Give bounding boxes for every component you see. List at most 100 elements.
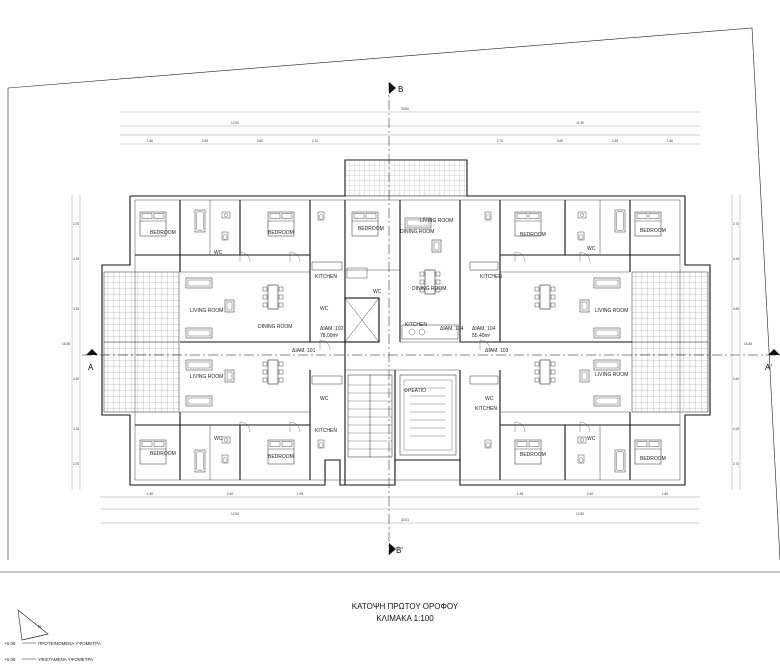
drawing-title: ΚΑΤΟΨΗ ΠΡΩΤΟΥ ΟΡΟΦΟΥ ΚΛΙΜΑΚΑ 1:100 bbox=[352, 602, 459, 623]
apartment-103: ΔΙΑΜ. 103 bbox=[485, 348, 509, 354]
title-line-2: ΚΛΙΜΑΚΑ 1:100 bbox=[376, 614, 434, 623]
apartment-102-area: 78,00m² bbox=[320, 333, 339, 339]
dim-bottom-seg-5: 2.40 bbox=[587, 492, 593, 496]
label-dining-2: DINING ROOM bbox=[412, 286, 446, 292]
apartment-104-a: ΔΙΑΜ. 104 bbox=[440, 326, 464, 332]
label-living-3: LIVING ROOM bbox=[190, 374, 223, 380]
legend-item-2: ΥΦΙΣΤΑΜΕΝΑ ΥΨΟΜΕΤΡΑ bbox=[38, 657, 93, 662]
dim-side-right: 16.38 bbox=[744, 342, 752, 346]
label-kitchen-3: KITCHEN bbox=[405, 322, 427, 328]
staircase bbox=[347, 374, 457, 458]
section-mark-top: B bbox=[398, 85, 403, 94]
legend-item-1: ΠΡΟΤΕΙΝΟΜΕΝΑ ΥΨΟΜΕΤΡΑ bbox=[38, 641, 101, 646]
dim-half-top-right: 11.30 bbox=[576, 121, 584, 125]
elevation-legend: +0.00 ΠΡΟΤΕΙΝΟΜΕΝΑ ΥΨΟΜΕΤΡΑ +0.00 ΥΦΙΣΤΑ… bbox=[4, 641, 101, 662]
dim-seg-b: 2.45 bbox=[202, 139, 208, 143]
dim-side-l4: 3.40 bbox=[73, 377, 79, 381]
dim-side-l3: 3.35 bbox=[73, 307, 79, 311]
dim-seg-a: 1.80 bbox=[147, 139, 153, 143]
dim-seg-d: 2.70 bbox=[312, 139, 318, 143]
dim-seg-e: 2.70 bbox=[497, 139, 503, 143]
section-line-vertical: B B' bbox=[388, 82, 403, 555]
section-mark-left: A bbox=[88, 363, 94, 372]
label-wc-7: WC bbox=[320, 396, 329, 402]
dim-bottom-seg-1: 1.80 bbox=[147, 492, 153, 496]
label-bedroom-7: BEDROOM bbox=[268, 454, 294, 460]
dim-bottom-seg-3: 1.95 bbox=[297, 492, 303, 496]
label-bedroom-9: BEDROOM bbox=[640, 456, 666, 462]
north-label: N bbox=[38, 624, 41, 629]
label-wc-1: WC bbox=[214, 250, 223, 256]
elevator-shaft bbox=[344, 297, 380, 343]
balcony-right bbox=[631, 271, 709, 413]
label-kitchen-2: KITCHEN bbox=[480, 274, 502, 280]
label-kitchen-4: KITCHEN bbox=[315, 428, 337, 434]
label-kitchen-1: KITCHEN bbox=[315, 274, 337, 280]
section-mark-right: A' bbox=[765, 363, 772, 372]
apartment-104: ΔΙΑΜ. 104 bbox=[472, 326, 496, 332]
dim-seg-h: 1.80 bbox=[667, 139, 673, 143]
dimension-lines-sides: 16.38 16.38 2.70 4.15 3.35 3.40 4.15 2.7… bbox=[62, 195, 752, 490]
dim-seg-c: 3.60 bbox=[257, 139, 263, 143]
label-wc-8: WC bbox=[485, 396, 494, 402]
dim-side-l6: 2.70 bbox=[73, 462, 79, 466]
north-arrow-icon: N bbox=[17, 609, 49, 641]
dim-side-r1: 2.70 bbox=[733, 222, 739, 226]
label-wc-2: WC bbox=[587, 246, 596, 252]
label-bedroom-1: BEDROOM bbox=[150, 230, 176, 236]
dim-side-left: 16.38 bbox=[62, 342, 70, 346]
section-mark-bottom: B' bbox=[396, 546, 403, 555]
dim-seg-g: 2.45 bbox=[612, 139, 618, 143]
label-living-5: LIVING ROOM bbox=[420, 218, 453, 224]
dim-bottom-seg-2: 2.40 bbox=[227, 492, 233, 496]
dim-side-r2: 4.15 bbox=[733, 257, 739, 261]
label-kitchen-5: KITCHEN bbox=[475, 406, 497, 412]
dim-half-bottom-left: 12.90 bbox=[231, 512, 239, 516]
dimension-lines-bottom: 1.80 2.40 1.95 1.95 2.40 1.80 12.90 12.9… bbox=[100, 492, 700, 524]
legend-code-1: +0.00 bbox=[4, 641, 16, 646]
label-bedroom-6: BEDROOM bbox=[150, 451, 176, 457]
dim-bottom-seg-4: 1.95 bbox=[517, 492, 523, 496]
furniture bbox=[139, 209, 662, 473]
label-bedroom-4: BEDROOM bbox=[520, 232, 546, 238]
label-bedroom-8: BEDROOM bbox=[520, 452, 546, 458]
balcony-top bbox=[344, 159, 468, 197]
dim-bottom-seg-6: 1.80 bbox=[662, 492, 668, 496]
site-boundary bbox=[0, 27, 780, 573]
label-living-1: LIVING ROOM bbox=[190, 308, 223, 314]
dim-half-top-left: 12.90 bbox=[231, 121, 239, 125]
apartment-104-area: 55,40m² bbox=[472, 333, 491, 339]
label-wc-6: WC bbox=[373, 289, 382, 295]
balcony-left bbox=[103, 271, 180, 413]
dim-side-l5: 4.15 bbox=[73, 427, 79, 431]
label-living-2: LIVING ROOM bbox=[595, 308, 628, 314]
dim-side-r4: 3.40 bbox=[733, 377, 739, 381]
dim-side-r5: 4.15 bbox=[733, 427, 739, 431]
dim-side-l1: 2.70 bbox=[73, 222, 79, 226]
apartment-102: ΔΙΑΜ. 102 bbox=[320, 326, 344, 332]
dim-overall-bottom: 30.51 bbox=[401, 518, 409, 522]
label-bedroom-3: BEDROOM bbox=[358, 226, 384, 232]
dim-side-r3: 3.35 bbox=[733, 307, 739, 311]
apartment-101: ΔΙΑΜ. 101 bbox=[292, 348, 316, 354]
dim-side-r6: 2.70 bbox=[733, 462, 739, 466]
dim-overall-top: 30.80 bbox=[401, 107, 409, 111]
label-wc-5: WC bbox=[320, 306, 329, 312]
label-wc-4: WC bbox=[587, 436, 596, 442]
label-bedroom-5: BEDROOM bbox=[640, 228, 666, 234]
legend-code-2: +0.00 bbox=[4, 657, 16, 662]
label-shaft: ΦΡΕΑΤΙΟ bbox=[404, 388, 426, 394]
dim-half-bottom-right: 12.90 bbox=[576, 512, 584, 516]
label-living-4: LIVING ROOM bbox=[595, 372, 628, 378]
room-labels: BEDROOM BEDROOM BEDROOM BEDROOM BEDROOM … bbox=[150, 218, 666, 462]
dim-side-l2: 4.15 bbox=[73, 257, 79, 261]
label-wc-3: WC bbox=[214, 436, 223, 442]
dim-seg-f: 3.60 bbox=[557, 139, 563, 143]
label-dining-3: DINING ROOM bbox=[400, 229, 434, 235]
apartment-labels: ΔΙΑΜ. 101 ΔΙΑΜ. 102 78,00m² ΔΙΑΜ. 103 ΔΙ… bbox=[292, 326, 509, 354]
title-line-1: ΚΑΤΟΨΗ ΠΡΩΤΟΥ ΟΡΟΦΟΥ bbox=[352, 602, 459, 611]
dimension-lines-top: 30.80 12.90 11.30 1.80 2.45 3.60 2.70 2.… bbox=[120, 107, 700, 145]
interior-walls bbox=[135, 200, 680, 485]
label-dining-1: DINING ROOM bbox=[258, 324, 292, 330]
